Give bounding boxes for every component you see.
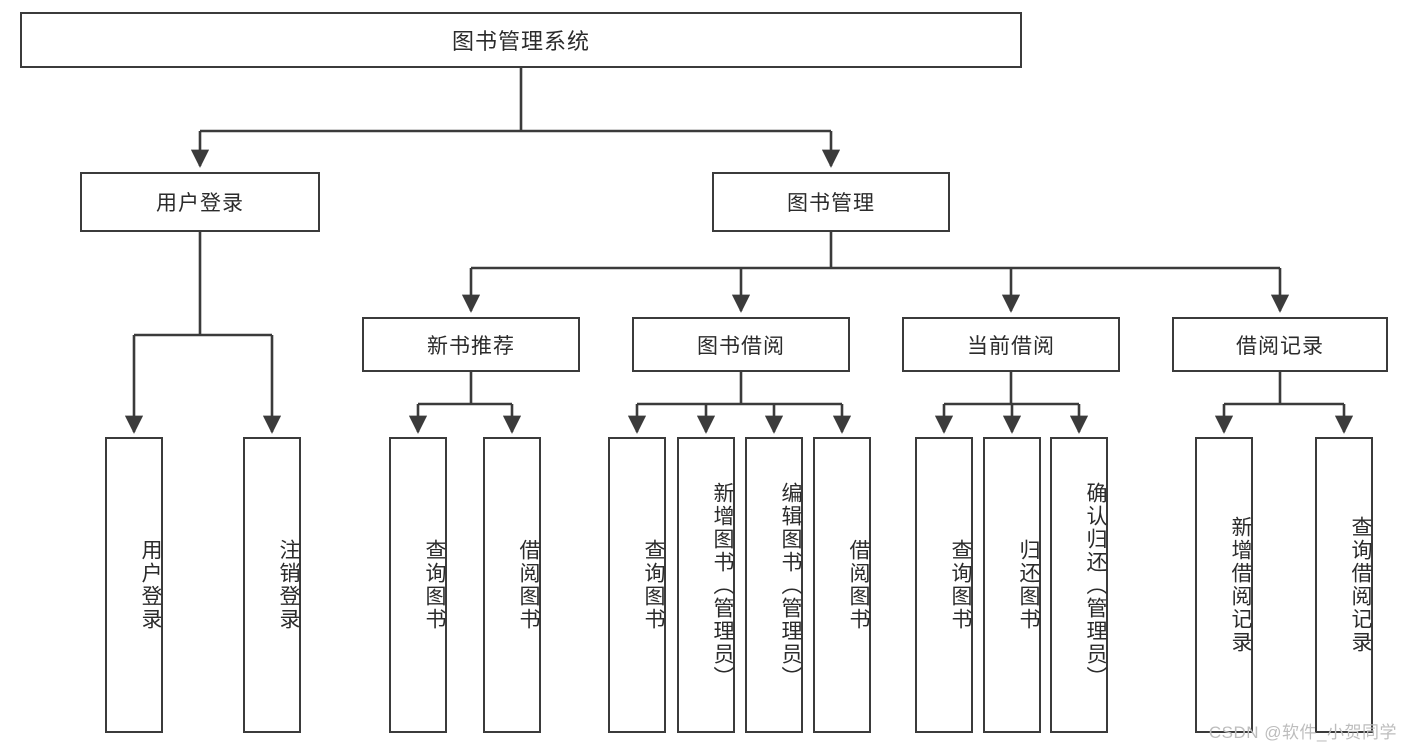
leaf-return-book[interactable]: 归还图书	[983, 437, 1041, 733]
leaf-query-book-recommend[interactable]: 查询图书	[389, 437, 447, 733]
leaf-add-borrow-record[interactable]: 新增借阅记录	[1195, 437, 1253, 733]
node-new-book-recommend[interactable]: 新书推荐	[362, 317, 580, 372]
leaf-logout[interactable]: 注销登录	[243, 437, 301, 733]
node-root[interactable]: 图书管理系统	[20, 12, 1022, 68]
leaf-confirm-return-admin[interactable]: 确认归还（管理员）	[1050, 437, 1108, 733]
leaf-query-book-borrow[interactable]: 查询图书	[608, 437, 666, 733]
leaf-borrow-book[interactable]: 借阅图书	[813, 437, 871, 733]
node-current-borrow[interactable]: 当前借阅	[902, 317, 1120, 372]
leaf-user-login[interactable]: 用户登录	[105, 437, 163, 733]
leaf-borrow-book-recommend[interactable]: 借阅图书	[483, 437, 541, 733]
leaf-edit-book-admin[interactable]: 编辑图书（管理员）	[745, 437, 803, 733]
node-borrow-record[interactable]: 借阅记录	[1172, 317, 1388, 372]
leaf-query-book-current[interactable]: 查询图书	[915, 437, 973, 733]
node-user-login[interactable]: 用户登录	[80, 172, 320, 232]
watermark-text: CSDN @软件_小贺同学	[1208, 723, 1397, 742]
node-book-borrow[interactable]: 图书借阅	[632, 317, 850, 372]
leaf-query-borrow-record[interactable]: 查询借阅记录	[1315, 437, 1373, 733]
node-book-management[interactable]: 图书管理	[712, 172, 950, 232]
leaf-add-book-admin[interactable]: 新增图书（管理员）	[677, 437, 735, 733]
